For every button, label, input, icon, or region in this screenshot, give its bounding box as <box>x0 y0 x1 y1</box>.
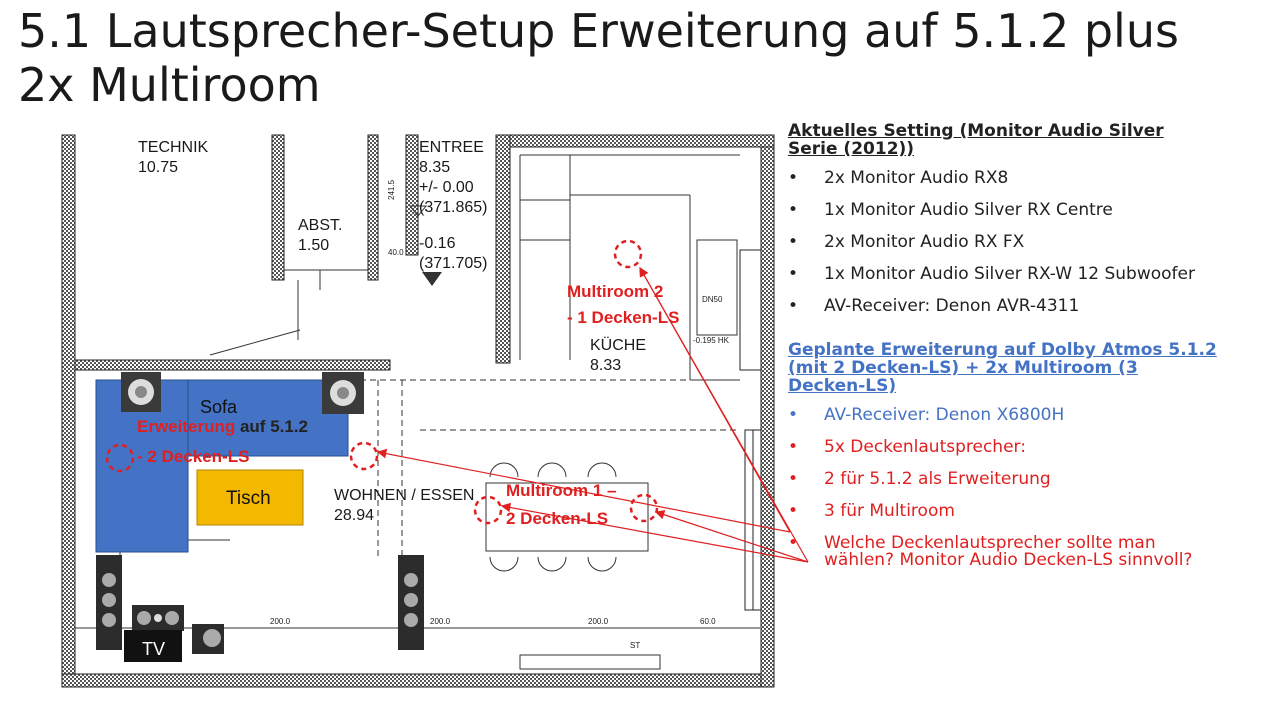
ceiling-speaker-atmos-right <box>349 441 379 471</box>
surround-speaker-left <box>121 372 161 412</box>
ceiling-speaker-mr1-a <box>473 495 503 525</box>
room-entree-name: ENTREE <box>419 139 484 156</box>
room-kueche-area: 8.33 <box>590 357 621 374</box>
list-item: • 5x Deckenlautsprecher: <box>788 439 1218 456</box>
annotation-erweiterung-dark: auf 5.1.2 <box>235 417 308 436</box>
current-item-text: 1x Monitor Audio Silver RX-W 12 Subwoofe… <box>824 264 1195 284</box>
tv-label: TV <box>142 639 165 659</box>
bullet: • <box>788 264 799 284</box>
room-abst-name: ABST. <box>298 217 342 234</box>
annotation-mr2-line1: Multiroom 2 <box>567 282 663 301</box>
notes-panel: Aktuelles Setting (Monitor Audio Silver … <box>788 122 1218 584</box>
tv <box>124 630 182 662</box>
room-abst-area: 1.50 <box>298 237 329 254</box>
annotation-arrows <box>376 266 809 563</box>
bullet: • <box>788 469 799 489</box>
label-st: ST <box>630 641 640 650</box>
list-item: • 1x Monitor Audio Silver RX Centre <box>788 202 1218 219</box>
annotation-mr2-line2: - 1 Decken-LS <box>567 308 679 327</box>
sofa-label: Sofa <box>200 397 238 417</box>
stairs-abs: (371.705) <box>419 255 488 272</box>
list-item: • 1x Monitor Audio Silver RX-W 12 Subwoof… <box>788 266 1218 283</box>
list-item: • Welche Deckenlautsprecher sollte man wä… <box>788 535 1218 569</box>
label-dim-241: 241.5 <box>387 179 396 200</box>
bullet: • <box>788 296 799 316</box>
planned-item-text: 5x Deckenlautsprecher: <box>824 437 1026 457</box>
planned-header: Geplante Erweiterung auf Dolby Atmos 5.1… <box>788 340 1217 396</box>
surround-speaker-right <box>322 372 364 414</box>
dining-table <box>485 462 649 572</box>
slide-title: 5.1 Lautsprecher-Setup Erweiterung auf 5… <box>18 4 1218 112</box>
planned-item-text: AV-Receiver: Denon X6800H <box>824 405 1065 425</box>
current-item-text: 1x Monitor Audio Silver RX Centre <box>824 200 1113 220</box>
planned-list: • AV-Receiver: Denon X6800H • 5x Deckenlau… <box>788 407 1218 569</box>
ceiling-speaker-mr1-b <box>629 493 659 523</box>
list-item: • 2 für 5.1.2 als Erweiterung <box>788 471 1218 488</box>
bullet: • <box>788 533 799 553</box>
coffee-table <box>196 469 304 526</box>
bullet: • <box>788 200 799 220</box>
room-labels: TECHNIK 10.75 ENTREE 8.35 +/- 0.00 (371.… <box>138 139 646 524</box>
room-entree-area: 8.35 <box>419 159 450 176</box>
ceiling-speaker-mr2 <box>613 239 643 269</box>
stairs-level: -0.16 <box>419 235 456 252</box>
label-dim-b: 200.0 <box>430 617 451 626</box>
label-dim-a: 200.0 <box>270 617 291 626</box>
room-technik-area: 10.75 <box>138 159 178 176</box>
list-item: • 3 für Multiroom <box>788 503 1218 520</box>
center-speaker <box>132 605 184 631</box>
dimension-labels: DN50 -0.195 HK 241.5 40.0 200.0 200.0 20… <box>270 179 730 650</box>
bullet: • <box>788 437 799 457</box>
level-markers <box>408 205 442 286</box>
bullet: • <box>788 168 799 188</box>
tisch-label: Tisch <box>226 488 271 509</box>
label-dim-400: 40.0 <box>388 248 404 257</box>
annotation-erweiterung-line1: Erweiterung auf 5.1.2 <box>137 417 308 436</box>
current-item-text: 2x Monitor Audio RX8 <box>824 168 1009 188</box>
front-speaker-right <box>398 555 424 650</box>
label-dim-e: 60.0 <box>700 617 716 626</box>
current-item-text: AV-Receiver: Denon AVR-4311 <box>824 296 1080 316</box>
room-entree-level: +/- 0.00 <box>419 179 474 196</box>
room-kueche-name: KÜCHE <box>590 336 646 354</box>
current-setting-header: Aktuelles Setting (Monitor Audio Silver … <box>788 121 1164 159</box>
front-speaker-left <box>96 555 122 650</box>
bullet: • <box>788 501 799 521</box>
annotation-erweiterung-line2: - 2 Decken-LS <box>137 447 249 466</box>
list-item: • 2x Monitor Audio RX8 <box>788 170 1218 187</box>
slide-title-line2: 2x Multiroom <box>18 58 321 112</box>
annotation-mr1-line2: 2 Decken-LS <box>506 509 608 528</box>
room-wohnen-name: WOHNEN / ESSEN <box>334 487 474 504</box>
label-dn50: DN50 <box>702 295 723 304</box>
label-dim-c: 200.0 <box>588 617 609 626</box>
current-setting-list: • 2x Monitor Audio RX8 • 1x Monitor Audio … <box>788 170 1218 315</box>
ceiling-speaker-atmos-left <box>105 443 135 473</box>
room-entree-abs: (371.865) <box>419 199 488 216</box>
planned-item-text: 2 für 5.1.2 als Erweiterung <box>824 469 1051 489</box>
bullet: • <box>788 232 799 252</box>
list-item: • AV-Receiver: Denon X6800H <box>788 407 1218 424</box>
slide-title-line1: 5.1 Lautsprecher-Setup Erweiterung auf 5… <box>18 4 1179 58</box>
furniture-labels: Sofa Tisch TV <box>142 397 271 659</box>
annotation-mr1-line1: Multiroom 1 – <box>506 481 617 500</box>
planned-item-text: 3 für Multiroom <box>824 501 955 521</box>
room-wohnen-area: 28.94 <box>334 507 374 524</box>
annotation-erweiterung-red: Erweiterung <box>137 417 235 436</box>
annotations: Multiroom 2 - 1 Decken-LS Erweiterung au… <box>137 282 679 528</box>
list-item: • 2x Monitor Audio RX FX <box>788 234 1218 251</box>
planned-item-text: Welche Deckenlautsprecher sollte man wäh… <box>824 533 1193 570</box>
room-technik-name: TECHNIK <box>138 139 209 156</box>
walls <box>61 134 775 688</box>
subwoofer <box>192 624 224 654</box>
list-item: • AV-Receiver: Denon AVR-4311 <box>788 298 1218 315</box>
current-item-text: 2x Monitor Audio RX FX <box>824 232 1025 252</box>
bullet: • <box>788 405 799 425</box>
label-hk: -0.195 HK <box>693 336 730 345</box>
